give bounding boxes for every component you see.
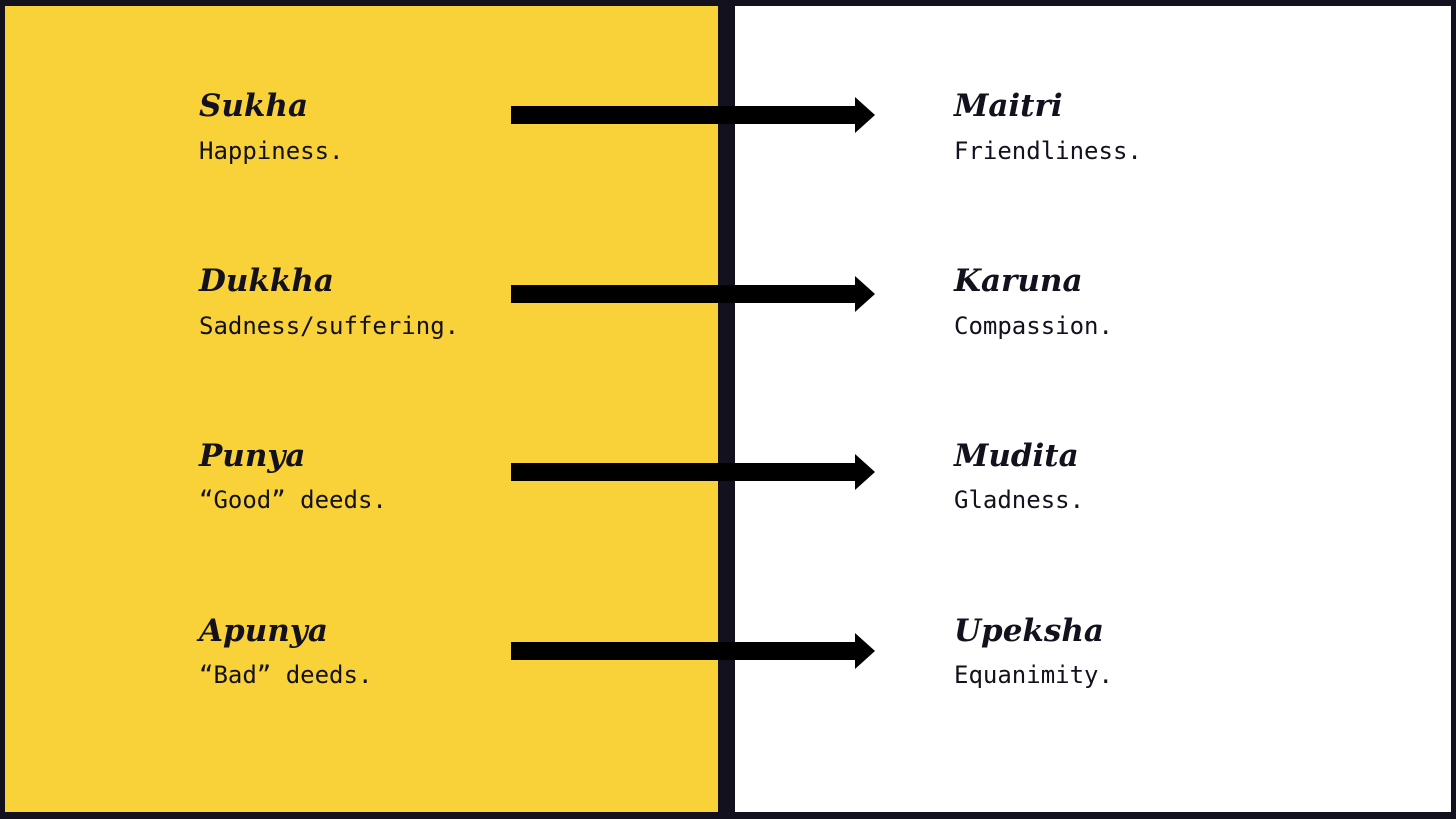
arrow-2 bbox=[511, 276, 875, 312]
arrow-head-3 bbox=[855, 454, 875, 490]
arrow-4 bbox=[511, 633, 875, 669]
right-term-2: Karuna bbox=[954, 263, 1083, 299]
left-meaning-2: Sadness/suffering. bbox=[199, 312, 460, 340]
right-term-4: Upeksha bbox=[954, 613, 1104, 649]
left-panel bbox=[5, 6, 718, 812]
arrow-shaft-4 bbox=[511, 642, 857, 660]
arrow-head-2 bbox=[855, 276, 875, 312]
right-meaning-1: Friendliness. bbox=[954, 137, 1142, 165]
right-meaning-2: Compassion. bbox=[954, 312, 1113, 340]
arrow-shaft-1 bbox=[511, 106, 857, 124]
left-term-2: Dukkha bbox=[199, 263, 335, 299]
left-meaning-4: “Bad” deeds. bbox=[199, 661, 373, 689]
left-term-3: Punya bbox=[199, 438, 306, 474]
left-term-4: Apunya bbox=[199, 613, 328, 649]
arrow-3 bbox=[511, 454, 875, 490]
right-meaning-3: Gladness. bbox=[954, 486, 1085, 514]
arrow-shaft-3 bbox=[511, 463, 857, 481]
arrow-shaft-2 bbox=[511, 285, 857, 303]
left-meaning-3: “Good” deeds. bbox=[199, 486, 387, 514]
arrow-1 bbox=[511, 97, 875, 133]
right-term-3: Mudita bbox=[954, 438, 1079, 474]
right-panel bbox=[735, 6, 1451, 812]
arrow-head-1 bbox=[855, 97, 875, 133]
right-term-1: Maitri bbox=[954, 88, 1063, 124]
right-meaning-4: Equanimity. bbox=[954, 661, 1113, 689]
left-term-1: Sukha bbox=[199, 88, 309, 124]
arrow-head-4 bbox=[855, 633, 875, 669]
left-meaning-1: Happiness. bbox=[199, 137, 344, 165]
